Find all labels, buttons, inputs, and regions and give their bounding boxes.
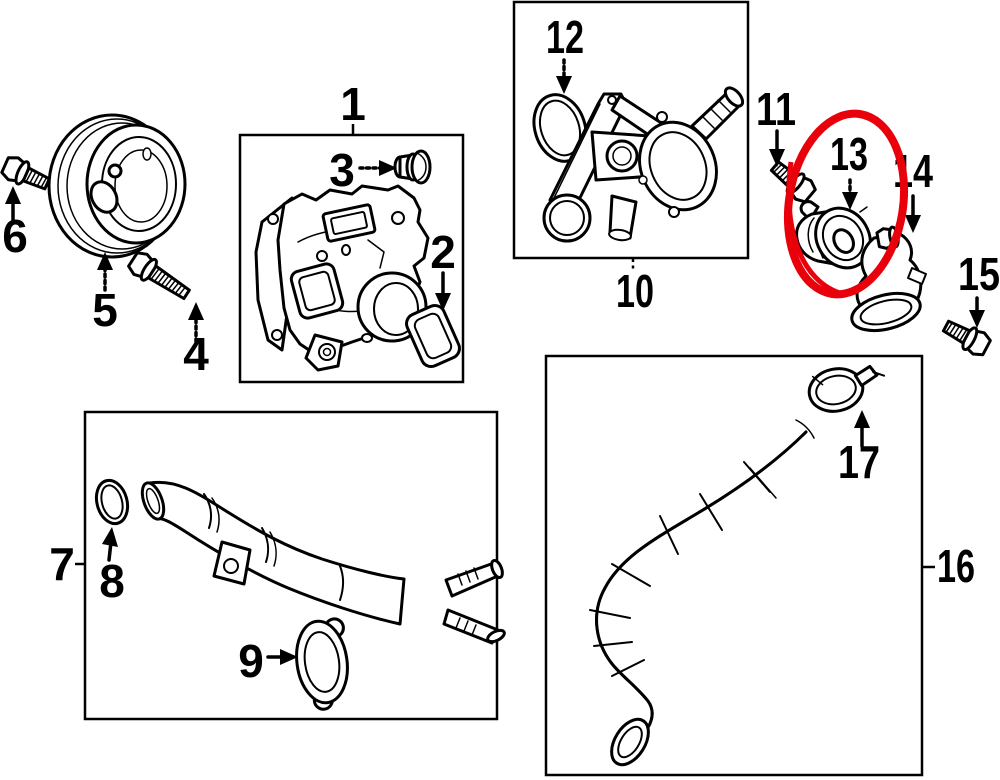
callout-label-5: 5 bbox=[92, 284, 118, 336]
callout-labels: 1 2 3 4 5 6 7 8 9 10 11 12 13 14 15 16 1… bbox=[2, 11, 1000, 687]
radiator-hose-art bbox=[589, 364, 886, 767]
callout-label-12: 12 bbox=[546, 11, 584, 63]
callout-label-4: 4 bbox=[183, 328, 209, 380]
callout-label-17: 17 bbox=[838, 436, 880, 488]
bolt-4-art bbox=[127, 251, 191, 301]
callout-label-11: 11 bbox=[756, 83, 796, 135]
callout-leaders bbox=[5, 58, 985, 665]
callout-label-9: 9 bbox=[238, 635, 264, 687]
callout-label-10: 10 bbox=[616, 265, 654, 317]
callout-label-8: 8 bbox=[99, 555, 125, 607]
gasket-2-art bbox=[405, 303, 461, 369]
callout-label-3: 3 bbox=[329, 144, 355, 196]
bolt-6-art bbox=[0, 156, 51, 191]
callout-label-7: 7 bbox=[49, 538, 75, 590]
callout-label-13: 13 bbox=[830, 128, 868, 180]
callout-label-16: 16 bbox=[937, 540, 975, 592]
pulley-art bbox=[47, 113, 187, 259]
group-box-10 bbox=[512, 0, 750, 260]
water-outlet-art bbox=[850, 225, 927, 333]
thermostat-housing-art bbox=[532, 86, 745, 243]
callout-label-2: 2 bbox=[430, 226, 456, 278]
callout-label-1: 1 bbox=[340, 78, 366, 130]
bolt-15-art bbox=[941, 319, 992, 357]
group-box-16 bbox=[544, 354, 924, 777]
highlight-circle bbox=[783, 109, 909, 299]
water-pump-art bbox=[254, 184, 430, 372]
callout-label-15: 15 bbox=[958, 248, 1000, 300]
gasket-9-art bbox=[295, 617, 349, 711]
hose-clamp-art bbox=[807, 364, 886, 413]
callout-label-6: 6 bbox=[2, 210, 28, 262]
thermostat-art bbox=[795, 200, 873, 270]
group-box-1 bbox=[238, 133, 465, 384]
bolt-3-art bbox=[393, 149, 432, 185]
coolant-pipe-art bbox=[94, 478, 506, 711]
